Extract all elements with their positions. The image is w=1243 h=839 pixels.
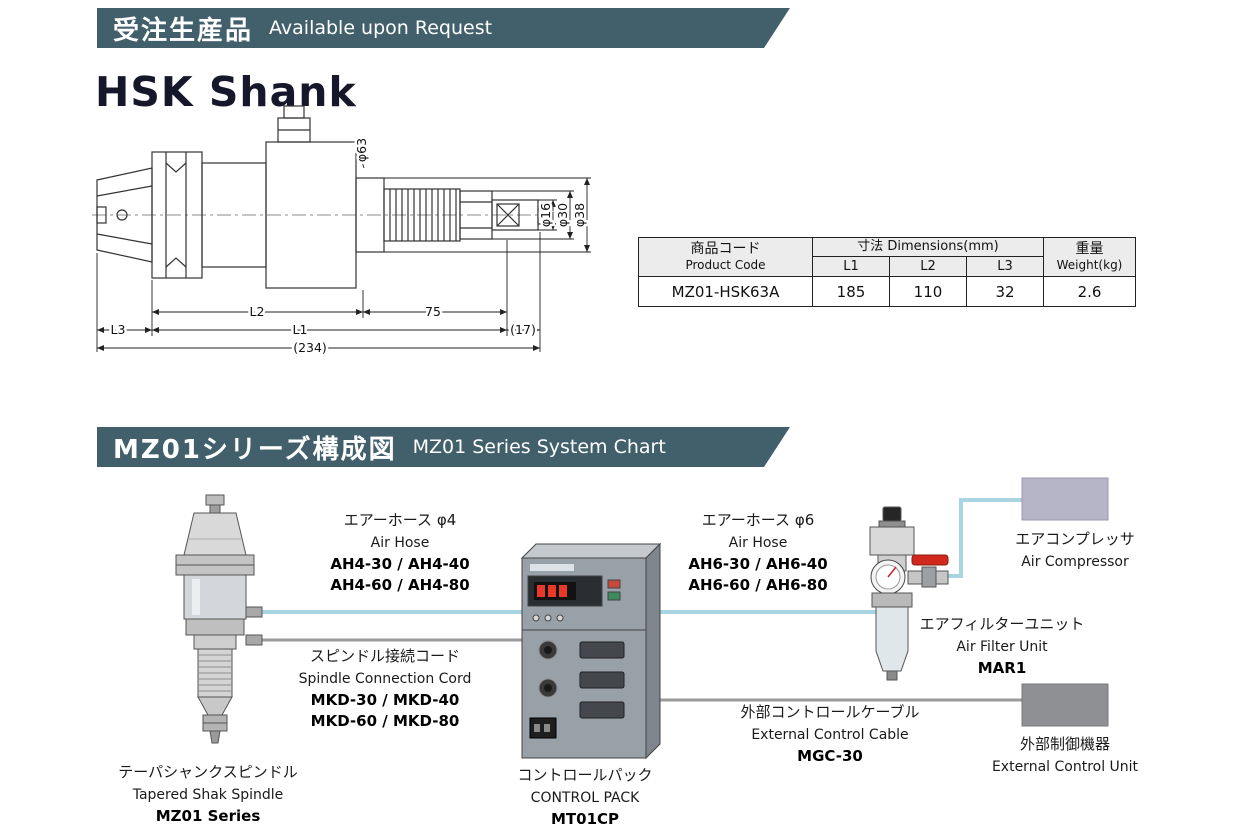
air-compressor-jp: エアコンプレッサ bbox=[1015, 530, 1135, 548]
control-pack-en: CONTROL PACK bbox=[530, 790, 640, 806]
cell-l2: 110 bbox=[889, 276, 967, 308]
air-hose-6-models-2: AH6-60 / AH6-80 bbox=[688, 576, 828, 594]
banner2-jp-text: MZ01シリーズ構成図 bbox=[113, 434, 397, 465]
control-pack-model: MT01CP bbox=[550, 810, 620, 828]
label-spindle-cord: スピンドル接続コード Spindle Connection Cord MKD-3… bbox=[299, 645, 472, 732]
air-hose-4-jp: エアーホース φ4 bbox=[343, 511, 457, 529]
external-cable-jp: 外部コントロールケーブル bbox=[740, 703, 920, 721]
label-air-hose-6: エアーホース φ6 Air Hose AH6-30 / AH6-40 AH6-6… bbox=[688, 509, 827, 596]
system-chart-graphics bbox=[175, 477, 1109, 760]
banner2-en-text: MZ01 Series System Chart bbox=[412, 436, 666, 458]
air-filter-jp: エアフィルターユニット bbox=[919, 615, 1085, 633]
drawing-dimension-labels: φ63 φ16 φ30 φ38 L2 75 L3 L1 (17) (234) bbox=[108, 135, 589, 357]
external-cable-model: MGC-30 bbox=[797, 747, 863, 765]
air-hose-6-en: Air Hose bbox=[728, 535, 788, 551]
cell-l1: 185 bbox=[812, 276, 890, 308]
dim-label-17: (17) bbox=[510, 322, 536, 337]
dim-label-d30: φ30 bbox=[555, 203, 570, 227]
spec-col-l1: L1 bbox=[812, 256, 890, 278]
dim-label-l3: L3 bbox=[111, 322, 126, 337]
weight-header-jp: 重量 bbox=[1075, 240, 1104, 257]
air-compressor-en: Air Compressor bbox=[1021, 554, 1129, 570]
spindle-cord-jp: スピンドル接続コード bbox=[309, 647, 460, 665]
air-compressor-box bbox=[1021, 477, 1109, 521]
label-air-compressor: エアコンプレッサ Air Compressor bbox=[1015, 528, 1135, 573]
control-pack-graphic bbox=[520, 542, 662, 760]
spec-col-weight: 重量 Weight(kg) bbox=[1043, 236, 1136, 278]
spec-col-product-code: 商品コード Product Code bbox=[638, 236, 813, 278]
external-cable-en: External Control Cable bbox=[751, 727, 909, 743]
dim-label-d16: φ16 bbox=[538, 203, 553, 227]
dim-label-l2: L2 bbox=[250, 304, 265, 319]
filter-bowl bbox=[875, 606, 909, 672]
cell-weight: 2.6 bbox=[1043, 276, 1136, 308]
dim-label-75: 75 bbox=[425, 304, 441, 319]
connection-lines bbox=[246, 498, 1022, 702]
page-title: HSK Shank bbox=[95, 68, 357, 116]
air-hose-4-en: Air Hose bbox=[370, 535, 430, 551]
air-hose-6-jp: エアーホース φ6 bbox=[701, 511, 815, 529]
air-hose-6-models-1: AH6-30 / AH6-40 bbox=[688, 555, 828, 573]
spec-table-row: MZ01-HSK63A 185 110 32 2.6 bbox=[638, 276, 1136, 308]
dim-label-d38: φ38 bbox=[572, 203, 587, 227]
dim-label-d63: φ63 bbox=[354, 138, 369, 162]
label-control-pack: コントロールパック CONTROL PACK MT01CP bbox=[517, 764, 652, 830]
product-code-header-en: Product Code bbox=[685, 258, 766, 273]
label-air-hose-4: エアーホース φ4 Air Hose AH4-30 / AH4-40 AH4-6… bbox=[330, 509, 469, 596]
spec-table: 商品コード Product Code 寸法 Dimensions(mm) 重量 … bbox=[638, 236, 1136, 308]
spindle-cord-models-2: MKD-60 / MKD-80 bbox=[310, 712, 460, 730]
air-filter-en: Air Filter Unit bbox=[956, 639, 1048, 655]
label-external-cable: 外部コントロールケーブル External Control Cable MGC-… bbox=[740, 701, 919, 767]
spindle-model: MZ01 Series bbox=[155, 807, 261, 825]
air-filter-graphic bbox=[869, 506, 949, 681]
air-hose-4-models-1: AH4-30 / AH4-40 bbox=[330, 555, 470, 573]
banner-available-upon-request: 受注生産品 Available upon Request bbox=[97, 8, 790, 48]
cell-product-code: MZ01-HSK63A bbox=[638, 276, 813, 308]
label-air-filter: エアフィルターユニット Air Filter Unit MAR1 bbox=[920, 613, 1085, 679]
label-spindle: テーパシャンクスピンドル Tapered Shak Spindle MZ01 S… bbox=[118, 761, 297, 827]
spindle-en: Tapered Shak Spindle bbox=[132, 787, 284, 803]
air-hose-4-models-2: AH4-60 / AH4-80 bbox=[330, 576, 470, 594]
spec-col-l2: L2 bbox=[889, 256, 967, 278]
filter-valve-red-handle bbox=[911, 554, 949, 566]
weight-header-en: Weight(kg) bbox=[1056, 258, 1123, 273]
external-unit-en: External Control Unit bbox=[991, 759, 1139, 775]
banner1-en-text: Available upon Request bbox=[269, 17, 493, 39]
spindle-graphic bbox=[175, 494, 263, 744]
dim-label-234: (234) bbox=[293, 340, 327, 355]
dim-label-l1: L1 bbox=[293, 322, 308, 337]
control-pack-dsub-connector bbox=[579, 641, 625, 659]
control-pack-dsub-connector bbox=[579, 671, 625, 689]
control-pack-dsub-connector bbox=[579, 701, 625, 719]
spindle-jp: テーパシャンクスピンドル bbox=[118, 763, 298, 781]
spec-col-l3: L3 bbox=[966, 256, 1044, 278]
label-external-unit: 外部制御機器 External Control Unit bbox=[992, 733, 1138, 778]
hsk-shank-technical-drawing: φ63 φ16 φ30 φ38 L2 75 L3 L1 (17) (234) bbox=[92, 105, 591, 358]
banner-system-chart: MZ01シリーズ構成図 MZ01 Series System Chart bbox=[97, 427, 790, 467]
filter-adjust-knob bbox=[882, 506, 902, 522]
compressor-hose-line bbox=[948, 498, 1022, 578]
spec-col-dimensions: 寸法 Dimensions(mm) bbox=[812, 236, 1044, 258]
spindle-cord-models-1: MKD-30 / MKD-40 bbox=[310, 691, 460, 709]
banner1-jp-text: 受注生産品 bbox=[113, 15, 254, 46]
spindle-cord-en: Spindle Connection Cord bbox=[298, 671, 472, 687]
product-code-header-jp: 商品コード bbox=[690, 240, 761, 257]
external-unit-jp: 外部制御機器 bbox=[1019, 735, 1110, 753]
cell-l3: 32 bbox=[966, 276, 1044, 308]
control-pack-power-inlet bbox=[529, 717, 557, 739]
drawing-dimension-lines bbox=[96, 144, 591, 352]
air-filter-model: MAR1 bbox=[977, 659, 1027, 677]
external-control-unit-box bbox=[1021, 683, 1109, 727]
control-pack-jp: コントロールパック bbox=[517, 766, 653, 784]
drawing-outline bbox=[96, 105, 547, 289]
control-pack-brand-strip bbox=[530, 564, 574, 571]
